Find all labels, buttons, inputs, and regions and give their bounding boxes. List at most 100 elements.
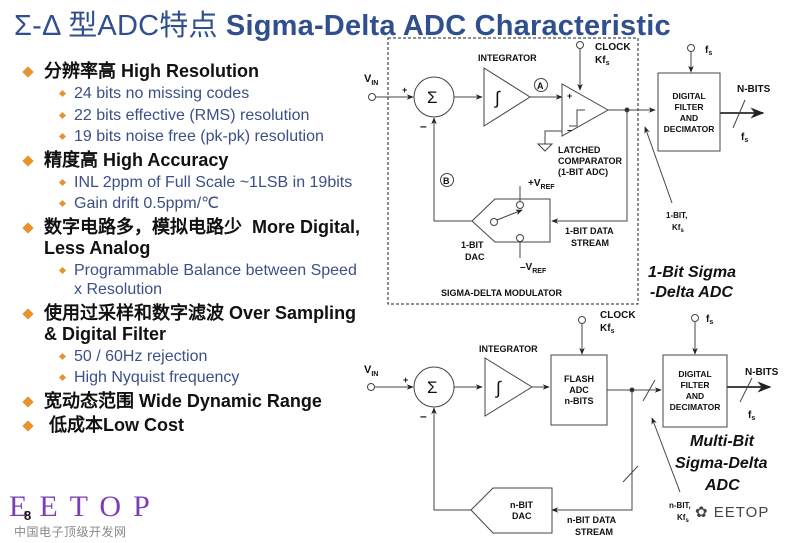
watermark-text: EETOP bbox=[713, 504, 770, 521]
sub-bullet: INL 2ppm of Full Scale ~1LSB in 19bits bbox=[24, 173, 364, 193]
dac-label-line-2: n-BIT bbox=[510, 500, 533, 510]
node-a-label: A bbox=[537, 81, 544, 91]
1bit-dac-block bbox=[471, 198, 551, 243]
stream-label-line-2: STREAM bbox=[575, 527, 613, 537]
slide-title: Σ-Δ 型ADC特点 Sigma-Delta ADC Characteristi… bbox=[14, 2, 671, 44]
integrator-label: INTEGRATOR bbox=[478, 53, 537, 63]
caption-multibit: Sigma-Delta bbox=[675, 455, 768, 472]
sub-bullet: 19 bits noise free (pk-pk) resolution bbox=[24, 127, 364, 147]
clock-label: CLOCK bbox=[595, 42, 631, 53]
bullet-en: High Resolution bbox=[121, 61, 260, 81]
dac-label-line-2: DAC bbox=[512, 511, 532, 521]
minus-sign: – bbox=[420, 119, 427, 133]
rate-label-line-2: n-BIT, bbox=[669, 501, 691, 510]
comparator-minus: – bbox=[567, 125, 572, 135]
node-b-label: B bbox=[443, 176, 450, 186]
fs-label: fs bbox=[705, 45, 712, 57]
nbit-dac-block bbox=[470, 487, 553, 534]
sub-bullet-text: Gain drift 0.5ppm/℃ bbox=[74, 195, 220, 212]
sub-bullet: Gain drift 0.5ppm/℃ bbox=[24, 194, 364, 214]
bullet-en: High Accuracy bbox=[103, 149, 229, 170]
rate-label-line: 1-BIT, bbox=[666, 211, 687, 220]
integrator-block bbox=[483, 67, 531, 127]
page-number: 8 bbox=[24, 508, 32, 523]
sub-bullet-text: 19 bits noise free (pk-pk) resolution bbox=[74, 128, 324, 145]
wechat-icon: ✿ bbox=[695, 504, 714, 521]
sigma-icon: Σ bbox=[427, 88, 438, 107]
nbits-label-2: N-BITS bbox=[745, 367, 779, 378]
rate-label-line: Kfs bbox=[672, 223, 684, 234]
sub-bullet: Programmable Balance between Speed x Res… bbox=[24, 261, 364, 300]
bullet-en: More Digital, Less Analog bbox=[44, 216, 361, 258]
flash-label-line: FLASH bbox=[564, 374, 594, 384]
bullet-resolution: 分辨率高 High Resolution bbox=[22, 61, 364, 82]
bullet-digital: 数字电路多，模拟电路少 More Digital, Less Analog bbox=[22, 216, 364, 259]
filter-label-line-2: DIGITAL bbox=[678, 369, 711, 379]
digital-filter-block-2 bbox=[662, 354, 728, 428]
ground-icon bbox=[536, 143, 554, 152]
dac-label-line: 1-BIT bbox=[461, 240, 484, 250]
bullet-cn: 低成本 bbox=[49, 414, 104, 435]
dac-label-line: DAC bbox=[465, 252, 485, 262]
vin-label: VIN bbox=[364, 73, 378, 87]
sub-bullet-text: High Nyquist frequency bbox=[74, 369, 240, 386]
bullet-cn: 精度高 bbox=[44, 149, 98, 170]
sub-bullet: High Nyquist frequency bbox=[24, 368, 364, 388]
bullet-en: Over Sampling & Digital Filter bbox=[44, 302, 357, 344]
sub-bullet: 24 bits no missing codes bbox=[24, 84, 364, 104]
nbits-label: N-BITS bbox=[737, 84, 771, 95]
fs-out-label: fs bbox=[741, 132, 748, 144]
eetop-logo-subtitle: 中国电子顶级开发网 bbox=[14, 525, 127, 539]
sub-bullet-text: Programmable Balance between Speed x Res… bbox=[74, 261, 357, 299]
caption-1bit: -Delta ADC bbox=[650, 284, 733, 301]
flash-label-line: ADC bbox=[569, 385, 589, 395]
integrator-label-2: INTEGRATOR bbox=[479, 344, 538, 354]
bullet-accuracy: 精度高 High Accuracy bbox=[22, 149, 364, 171]
integral-icon-2: ∫ bbox=[494, 378, 502, 398]
kfs-label: Kfs bbox=[595, 55, 610, 67]
fs-label-2: fs bbox=[706, 314, 713, 326]
vref-neg-label: –VREF bbox=[520, 262, 547, 275]
plus-sign: + bbox=[402, 85, 407, 95]
title-english: Sigma-Delta ADC Characteristic bbox=[225, 10, 671, 42]
sub-bullet-text: 24 bits no missing codes bbox=[74, 85, 250, 102]
kfs-label-2: Kfs bbox=[600, 323, 615, 335]
sigma-icon-2: Σ bbox=[427, 378, 438, 397]
digital-filter-block-1 bbox=[657, 72, 721, 152]
comparator-label-line: LATCHED bbox=[558, 145, 601, 155]
bullet-cn: 数字电路多，模拟电路少 bbox=[44, 216, 242, 237]
filter-label-line: DIGITAL bbox=[672, 91, 705, 101]
filter-label-line: DECIMATOR bbox=[664, 124, 715, 134]
stream-label-line-2: n-BIT DATA bbox=[567, 515, 617, 525]
sub-bullet-text: INL 2ppm of Full Scale ~1LSB in 19bits bbox=[74, 173, 353, 191]
eetop-logo: EETOP bbox=[9, 490, 162, 523]
integrator-block-2 bbox=[484, 357, 533, 417]
caption-multibit: Multi-Bit bbox=[690, 433, 755, 450]
comparator-label-line: COMPARATOR bbox=[558, 156, 622, 166]
filter-label-line: AND bbox=[680, 113, 698, 123]
filter-label-line-2: AND bbox=[686, 391, 704, 401]
filter-label-line: FILTER bbox=[674, 102, 703, 112]
bullet-list: 分辨率高 High Resolution 24 bits no missing … bbox=[22, 58, 364, 436]
clock-label-2: CLOCK bbox=[600, 310, 636, 321]
stream-label-line: STREAM bbox=[571, 238, 609, 248]
minus-sign-2: – bbox=[420, 409, 427, 423]
comparator-plus: + bbox=[567, 91, 572, 101]
comparator-block bbox=[561, 83, 610, 137]
caption-multibit: ADC bbox=[704, 477, 740, 494]
filter-label-line-2: DECIMATOR bbox=[670, 402, 721, 412]
bullet-dynamic-range: 宽动态范围 Wide Dynamic Range bbox=[22, 390, 364, 412]
comparator-label-line: (1-BIT ADC) bbox=[558, 167, 608, 177]
fs-out-label-2: fs bbox=[748, 410, 755, 422]
filter-label-line-2: FILTER bbox=[680, 380, 709, 390]
stream-label-line: 1-BIT DATA bbox=[565, 226, 614, 236]
title-chinese: Σ-Δ 型ADC特点 bbox=[14, 10, 218, 42]
bullet-cn: 分辨率高 bbox=[44, 61, 116, 81]
modulator-boundary bbox=[387, 37, 639, 305]
bullet-en: Wide Dynamic Range bbox=[139, 390, 322, 411]
sub-bullet: 22 bits effective (RMS) resolution bbox=[24, 106, 364, 126]
vref-pos-label: +VREF bbox=[528, 178, 555, 191]
watermark: ✿ EETOP bbox=[695, 503, 769, 521]
flash-label-line: n-BITS bbox=[565, 396, 594, 406]
